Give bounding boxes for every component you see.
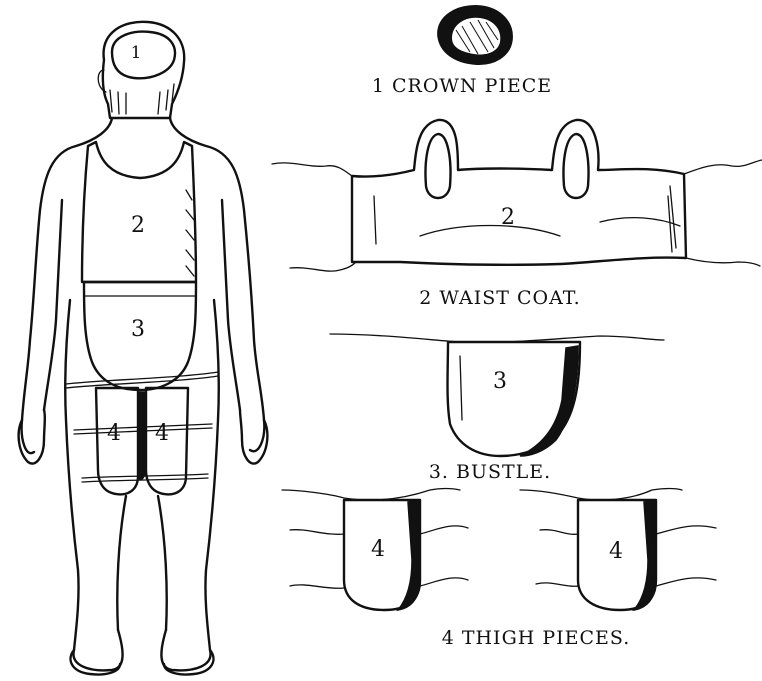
figure-head bbox=[103, 22, 184, 118]
waistcoat-tape-left bbox=[272, 163, 352, 176]
thigh-pieces-caption: 4 THIGH PIECES. bbox=[442, 627, 631, 649]
bustle-drawing: 3 3. BUSTLE. bbox=[330, 334, 664, 483]
figure-label-3: 3 bbox=[131, 317, 145, 342]
figure-thigh-strap bbox=[66, 372, 218, 388]
waistcoat-tape-right bbox=[684, 160, 762, 174]
waistcoat-caption: 2 WAIST COAT. bbox=[419, 287, 580, 309]
thigh-pieces-drawing: 4 4 4 THIGH PIECES. bbox=[282, 489, 716, 650]
waistcoat-tape-left-lower bbox=[290, 262, 356, 271]
bustle-caption: 3. BUSTLE. bbox=[429, 461, 551, 483]
figure-label-4-right: 4 bbox=[155, 421, 169, 446]
human-figure: 1 2 3 4 4 bbox=[19, 22, 268, 675]
bustle-number: 3 bbox=[493, 369, 507, 394]
bustle-fold bbox=[460, 356, 462, 420]
figure-crown-piece bbox=[112, 32, 175, 79]
crown-piece-caption: 1 CROWN PIECE bbox=[372, 75, 552, 97]
figure-right-arm-inner bbox=[222, 200, 240, 410]
thigh-piece-right-tapes bbox=[536, 526, 716, 586]
waistcoat-hole-right bbox=[564, 134, 589, 198]
waistcoat-drawing: 2 2 WAIST COAT. bbox=[272, 120, 762, 309]
thigh-piece-left-number: 4 bbox=[371, 537, 385, 562]
thigh-piece-left-band bbox=[282, 489, 460, 500]
bustle-shadow bbox=[520, 346, 578, 456]
figure-torso-outline-right bbox=[170, 118, 264, 451]
waistcoat-folds bbox=[374, 186, 680, 252]
figure-label-1: 1 bbox=[131, 43, 142, 63]
waistcoat-shape bbox=[352, 120, 686, 265]
figure-inner-legs bbox=[117, 496, 166, 630]
figure-left-leg-outer bbox=[65, 300, 122, 670]
figure-hair bbox=[110, 84, 174, 114]
waistcoat-hole-left bbox=[426, 134, 451, 198]
waistcoat-number: 2 bbox=[501, 205, 515, 230]
thigh-piece-right-band bbox=[520, 489, 682, 500]
figure-waistcoat-shading bbox=[186, 190, 194, 276]
figure-left-arm-inner bbox=[44, 200, 62, 410]
thigh-piece-left-shadow bbox=[398, 500, 420, 610]
figure-label-4-left: 4 bbox=[107, 421, 121, 446]
figure-label-2: 2 bbox=[131, 213, 145, 238]
bustle-shape bbox=[448, 342, 581, 456]
figure-torso-outline bbox=[22, 118, 112, 453]
thigh-piece-right-shadow bbox=[634, 500, 656, 610]
figure-waistcoat bbox=[82, 142, 196, 282]
figure-thigh-shadow bbox=[138, 392, 146, 479]
thigh-piece-right-number: 4 bbox=[609, 539, 623, 564]
crown-piece-drawing: 1 CROWN PIECE bbox=[372, 6, 552, 97]
waistcoat-tape-right-lower bbox=[686, 258, 760, 266]
